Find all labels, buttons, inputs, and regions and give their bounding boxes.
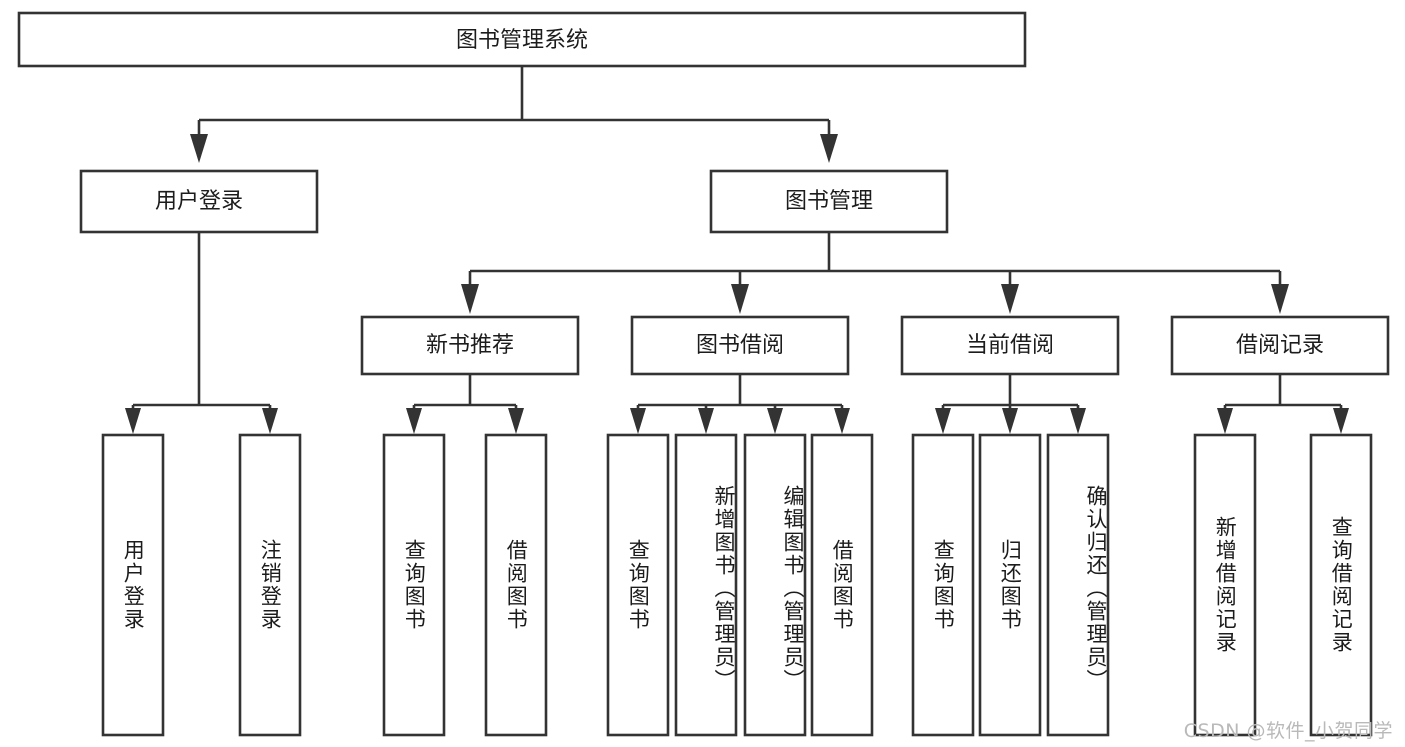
node-borrow-record[interactable]: 借阅记录 bbox=[1170, 315, 1390, 376]
arrow-head-new-book-recommend bbox=[461, 284, 479, 314]
node-book-management[interactable]: 图书管理 bbox=[709, 169, 949, 234]
arrow-head-leaf-query-book-3 bbox=[935, 408, 951, 434]
connector-group-user-login bbox=[125, 232, 278, 434]
node-new-book-recommend[interactable]: 新书推荐 bbox=[360, 315, 580, 376]
leaf-query-record-box[interactable] bbox=[1309, 433, 1373, 737]
node-root[interactable]: 图书管理系统 bbox=[17, 11, 1027, 68]
node-current-borrow-box[interactable] bbox=[900, 315, 1120, 376]
arrow-head-borrow-record bbox=[1271, 284, 1289, 314]
node-book-management-box[interactable] bbox=[709, 169, 949, 234]
arrow-head-book-borrow bbox=[731, 284, 749, 314]
connector-group-book-borrow bbox=[630, 374, 850, 434]
node-new-book-recommend-label: 新书推荐 bbox=[426, 333, 514, 358]
node-root-label: 图书管理系统 bbox=[456, 28, 588, 53]
connector-group-book-management bbox=[461, 232, 1289, 314]
arrow-head-leaf-borrow-book-2 bbox=[834, 408, 850, 434]
arrow-head-leaf-query-book-1 bbox=[406, 408, 422, 434]
connector-group-borrow-record bbox=[1217, 374, 1349, 434]
arrow-head-leaf-borrow-book-1 bbox=[508, 408, 524, 434]
leaf-query-book-2-box[interactable] bbox=[606, 433, 670, 737]
connector-group-new-book-recommend bbox=[406, 374, 524, 434]
node-book-borrow-box[interactable] bbox=[630, 315, 850, 376]
leaf-query-book-1-box[interactable] bbox=[382, 433, 446, 737]
leaf-boxes bbox=[101, 433, 1373, 737]
leaf-edit-book-box[interactable] bbox=[743, 433, 807, 737]
leaf-user-login-box[interactable] bbox=[101, 433, 165, 737]
node-user-login-label: 用户登录 bbox=[155, 189, 243, 214]
node-new-book-recommend-box[interactable] bbox=[360, 315, 580, 376]
node-root-box[interactable] bbox=[17, 11, 1027, 68]
arrow-head-current-borrow bbox=[1001, 284, 1019, 314]
node-book-borrow[interactable]: 图书借阅 bbox=[630, 315, 850, 376]
arrow-head-leaf-logout-login bbox=[262, 408, 278, 434]
node-user-login-box[interactable] bbox=[79, 169, 319, 234]
node-current-borrow-label: 当前借阅 bbox=[966, 333, 1054, 358]
connector-group-root bbox=[190, 66, 838, 163]
leaf-add-record-box[interactable] bbox=[1193, 433, 1257, 737]
node-borrow-record-label: 借阅记录 bbox=[1236, 333, 1324, 358]
node-borrow-record-box[interactable] bbox=[1170, 315, 1390, 376]
node-book-management-label: 图书管理 bbox=[785, 189, 873, 214]
leaf-query-book-3-box[interactable] bbox=[911, 433, 975, 737]
node-current-borrow[interactable]: 当前借阅 bbox=[900, 315, 1120, 376]
arrow-head-leaf-query-book-2 bbox=[630, 408, 646, 434]
arrow-head-leaf-query-record bbox=[1333, 408, 1349, 434]
arrow-head-leaf-return-book bbox=[1002, 408, 1018, 434]
leaf-add-book-box[interactable] bbox=[674, 433, 738, 737]
leaf-return-book-box[interactable] bbox=[978, 433, 1042, 737]
leaf-confirm-return-box[interactable] bbox=[1046, 433, 1110, 737]
arrow-head-user-login bbox=[190, 134, 208, 163]
leaf-logout-login-box[interactable] bbox=[238, 433, 302, 737]
csdn-watermark: CSDN @软件_小贺同学 bbox=[1183, 720, 1393, 742]
arrow-head-book-management bbox=[820, 134, 838, 163]
node-user-login[interactable]: 用户登录 bbox=[79, 169, 319, 234]
node-book-borrow-label: 图书借阅 bbox=[696, 333, 784, 358]
connector-group-current-borrow bbox=[935, 374, 1086, 434]
arrow-head-leaf-add-record bbox=[1217, 408, 1233, 434]
leaf-borrow-book-2-box[interactable] bbox=[810, 433, 874, 737]
arrow-head-leaf-confirm-return bbox=[1070, 408, 1086, 434]
arrow-head-leaf-add-book bbox=[698, 408, 714, 434]
arrow-head-leaf-user-login bbox=[125, 408, 141, 434]
leaf-borrow-book-1-box[interactable] bbox=[484, 433, 548, 737]
arrow-head-leaf-edit-book bbox=[767, 408, 783, 434]
